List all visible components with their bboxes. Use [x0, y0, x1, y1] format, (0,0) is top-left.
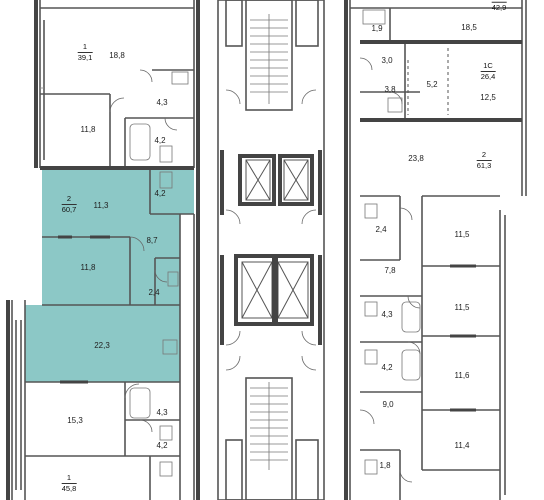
- room-area-label: 1,9: [371, 24, 383, 33]
- room-area-label: 4,2: [381, 363, 393, 372]
- apartment-label-1-bottom-left[interactable]: 1 45,8: [61, 473, 77, 493]
- apartment-label-1-top-left[interactable]: 1 39,1: [77, 42, 93, 62]
- room-area-label: 11,4: [454, 441, 470, 450]
- room-area-label: 23,8: [408, 154, 424, 163]
- room-area-label: 18,8: [109, 51, 125, 60]
- room-area-label: 3,0: [381, 56, 393, 65]
- room-area-label: 11,5: [454, 303, 470, 312]
- room-area-label: 1,8: [379, 461, 391, 470]
- room-area-label: 4,2: [154, 136, 166, 145]
- room-area-label: 7,8: [384, 266, 396, 275]
- room-area-label: 4,2: [154, 189, 166, 198]
- room-area-label: 11,5: [454, 230, 470, 239]
- highlighted-apartment-fill[interactable]: [25, 168, 194, 382]
- room-area-label: 4,3: [156, 98, 168, 107]
- apartment-label-2-right[interactable]: 2 61,3: [476, 150, 492, 170]
- elevators: [241, 159, 309, 319]
- room-area-label: 22,3: [94, 341, 110, 350]
- room-area-label: 11,6: [454, 371, 470, 380]
- apartment-label-1c-right[interactable]: 1С 26,4: [480, 61, 496, 81]
- room-area-label: 8,7: [146, 236, 158, 245]
- room-area-label: 4,2: [156, 441, 168, 450]
- room-area-label: 11,8: [80, 263, 96, 272]
- room-area-label: 9,0: [382, 400, 394, 409]
- walls-thick: [6, 0, 522, 500]
- fixtures: [129, 9, 421, 477]
- room-area-label: 2,4: [148, 288, 160, 297]
- doors: [109, 57, 421, 483]
- apartment-label-2-highlight[interactable]: 2 60,7: [61, 194, 77, 214]
- room-area-label: 12,5: [480, 93, 496, 102]
- stairs: [250, 14, 288, 470]
- room-area-label: 2,4: [375, 225, 387, 234]
- room-area-label: 11,3: [93, 201, 109, 210]
- room-area-label: 4,3: [381, 310, 393, 319]
- room-area-label: 18,5: [461, 23, 477, 32]
- room-area-label: 11,8: [80, 125, 96, 134]
- apartment-label-top-right[interactable]: 42,9: [491, 1, 507, 12]
- room-area-label: 15,3: [67, 416, 83, 425]
- room-area-label: 4,3: [156, 408, 168, 417]
- room-area-label: 3,8: [384, 85, 396, 94]
- room-area-label: 5,2: [426, 80, 438, 89]
- walls-thin: [11, 0, 527, 500]
